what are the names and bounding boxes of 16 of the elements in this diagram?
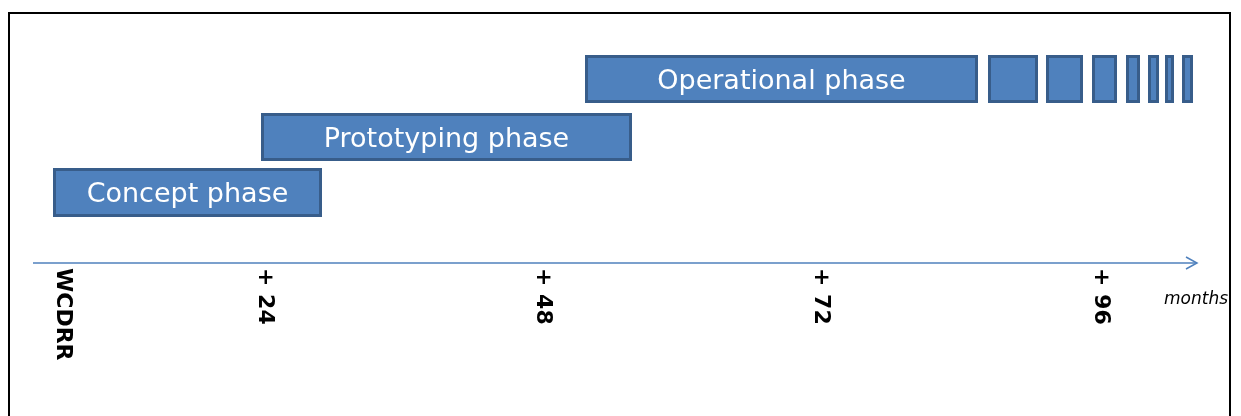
empty-bar	[1165, 55, 1174, 103]
phase-bar: Operational phase	[585, 55, 978, 103]
phase-bar: Concept phase	[53, 168, 322, 217]
empty-bar	[988, 55, 1038, 103]
empty-bar	[1182, 55, 1193, 103]
tick-label: + 48	[532, 268, 557, 325]
empty-bar	[1148, 55, 1159, 103]
tick-label: WCDRR	[52, 268, 77, 361]
empty-bar	[1046, 55, 1083, 103]
tick-label: + 24	[254, 268, 279, 325]
tick-label: + 72	[810, 268, 835, 325]
empty-bar	[1092, 55, 1117, 103]
axis-unit-label: months	[1164, 288, 1229, 308]
empty-bar	[1126, 55, 1140, 103]
phase-bar: Prototyping phase	[261, 113, 632, 161]
tick-label: + 96	[1090, 268, 1115, 325]
